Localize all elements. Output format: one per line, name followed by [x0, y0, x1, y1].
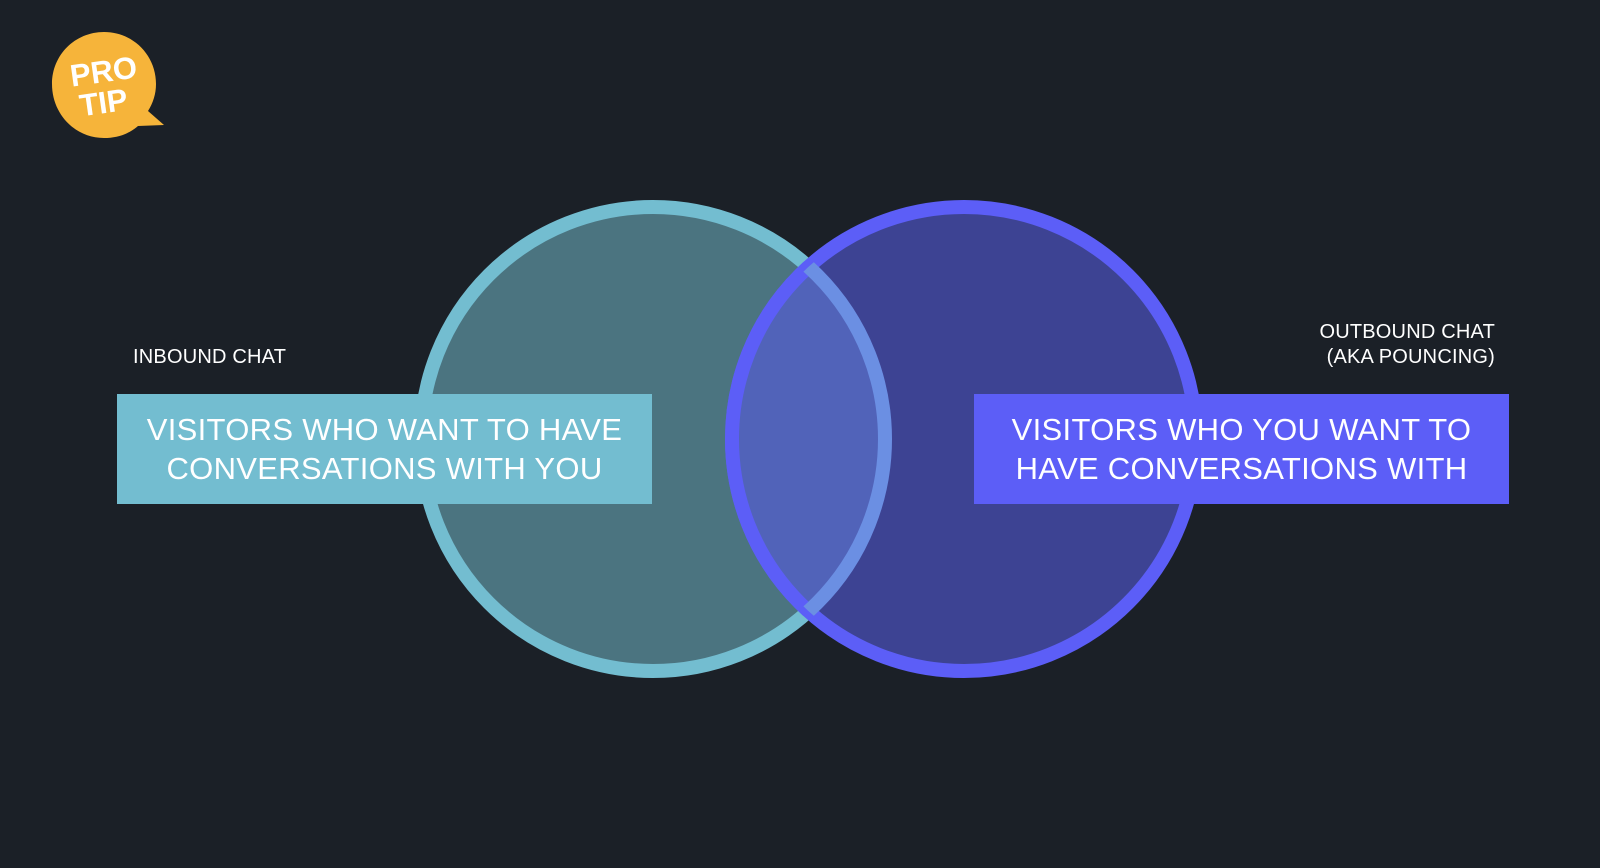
inbound-description-line1: VISITORS WHO WANT TO HAVE	[146, 412, 623, 447]
outbound-chat-label-line1: OUTBOUND CHAT	[1319, 321, 1495, 343]
outbound-description-line1: VISITORS WHO YOU WANT TO	[1011, 412, 1472, 447]
outbound-description-box: VISITORS WHO YOU WANT TO HAVE CONVERSATI…	[974, 394, 1509, 504]
outbound-chat-label: OUTBOUND CHAT (AKA POUNCING)	[1265, 320, 1495, 370]
inbound-chat-label: INBOUND CHAT	[133, 346, 287, 368]
overlap-arc	[732, 207, 892, 671]
inbound-description-box: VISITORS WHO WANT TO HAVE CONVERSATIONS …	[117, 394, 652, 504]
pro-tip-line2: TIP	[77, 82, 130, 123]
outbound-chat-label-line2: (AKA POUNCING)	[1326, 346, 1495, 368]
pro-tip-badge: PRO TIP	[52, 32, 164, 138]
inbound-description-line2: CONVERSATIONS WITH YOU	[166, 451, 603, 486]
outbound-description-line2: HAVE CONVERSATIONS WITH	[1015, 451, 1468, 486]
